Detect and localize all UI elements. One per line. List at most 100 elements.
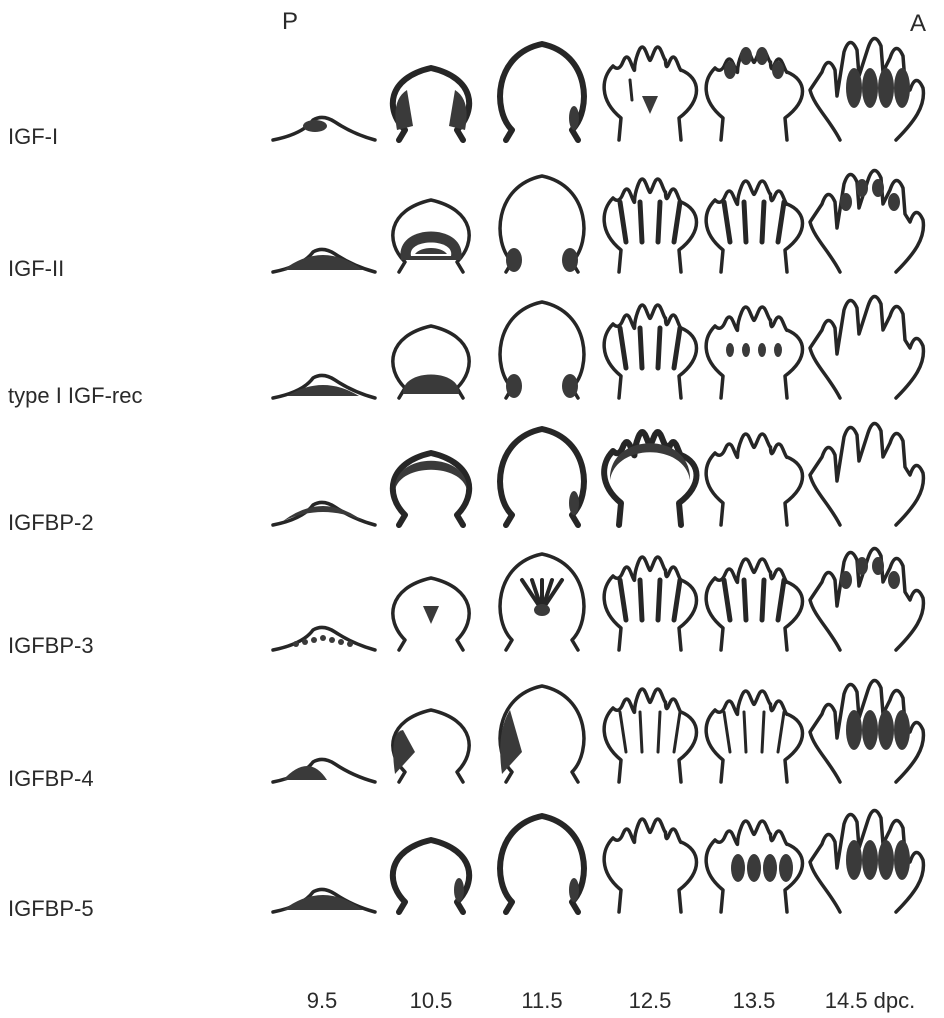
digit-ray (778, 202, 784, 242)
limb-bud-r2-c6 (810, 170, 923, 272)
limb-outline (604, 557, 696, 650)
expression-stain (740, 47, 752, 65)
limb-bud-r5-c1 (273, 627, 375, 650)
limb-bud-r1-c4 (604, 47, 696, 140)
limb-outline (604, 305, 696, 398)
expression-stain (846, 68, 862, 108)
expression-stain (840, 193, 852, 211)
digit-ray (762, 202, 764, 242)
digit-ray (762, 712, 764, 752)
limb-bud-r7-c6 (810, 810, 923, 912)
limb-bud-r5-c6 (810, 548, 923, 650)
expression-stain (846, 710, 862, 750)
expression-stain (562, 374, 578, 398)
limb-bud-r3-c5 (706, 307, 802, 398)
limb-bud-r3-c3 (500, 302, 584, 398)
limb-bud-r5-c5 (706, 559, 802, 650)
limb-outline (810, 296, 923, 398)
expression-stain (320, 635, 326, 641)
expression-stain (856, 557, 868, 575)
limb-bud-r3-c6 (810, 296, 923, 398)
expression-stain (840, 571, 852, 589)
digit-ray (658, 328, 660, 368)
digit-ray (640, 580, 642, 620)
expression-stain (395, 90, 413, 130)
expression-stain (569, 491, 579, 515)
expression-stain (311, 637, 317, 643)
expression-stain (283, 255, 363, 270)
digit-ray (744, 712, 746, 752)
limb-outline (810, 423, 923, 525)
expression-stain (862, 68, 878, 108)
expression-stain (779, 854, 793, 882)
expression-stain (642, 96, 658, 114)
limb-bud-r6-c2 (393, 710, 469, 782)
limb-bud-r7-c5 (706, 821, 802, 912)
expression-stain (293, 641, 299, 647)
limb-bud-r2-c5 (706, 181, 802, 272)
digit-ray (658, 580, 660, 620)
digit-ray (744, 202, 746, 242)
limb-bud-r6-c5 (706, 691, 802, 782)
expression-stain (403, 375, 459, 395)
limb-outline (706, 49, 802, 140)
digit-ray (630, 80, 632, 100)
limb-bud-r6-c3 (500, 686, 584, 782)
expression-stain (856, 179, 868, 197)
expression-stain (772, 61, 784, 79)
limb-bud-r2-c2 (393, 200, 469, 272)
expression-stain (878, 710, 894, 750)
limb-bud-r7-c2 (393, 840, 469, 912)
limb-bud-r4-c3 (500, 429, 584, 525)
limb-bud-r5-c2 (393, 578, 469, 650)
expression-stain (872, 557, 884, 575)
limb-bud-r2-c3 (500, 176, 584, 272)
digit-ray (620, 328, 626, 368)
digit-ray (640, 328, 642, 368)
expression-stain (283, 766, 327, 780)
digit-ray (674, 580, 680, 620)
expression-stain (393, 730, 415, 774)
expression-stain (758, 343, 766, 357)
expression-stain (846, 840, 862, 880)
digit-ray (724, 580, 730, 620)
expression-stain (747, 854, 761, 882)
expression-stain (888, 193, 900, 211)
expression-stain (894, 68, 910, 108)
limb-outline (706, 559, 802, 650)
expression-stain (774, 343, 782, 357)
digit-ray (658, 712, 660, 752)
digit-ray (674, 328, 680, 368)
limb-bud-r4-c6 (810, 423, 923, 525)
digit-ray (640, 712, 642, 752)
expression-stain (894, 840, 910, 880)
limb-bud-r5-c4 (604, 557, 696, 650)
limb-outline (706, 691, 802, 782)
expression-stain (506, 374, 522, 398)
expression-stain (347, 641, 353, 647)
digit-ray (674, 712, 680, 752)
expression-stain (862, 840, 878, 880)
expression-stain (423, 606, 439, 624)
limb-bud-r1-c2 (393, 68, 469, 140)
limb-outline (604, 819, 696, 912)
digit-ray (724, 202, 730, 242)
limb-bud-r3-c4 (604, 305, 696, 398)
expression-stain (534, 604, 550, 616)
expression-stain (731, 854, 745, 882)
limb-bud-r7-c3 (500, 816, 584, 912)
digit-ray (724, 712, 730, 752)
limb-bud-r6-c1 (273, 759, 375, 782)
limb-bud-r2-c4 (604, 179, 696, 272)
digit-ray (744, 580, 746, 620)
expression-stain (338, 639, 344, 645)
expression-stain (756, 47, 768, 65)
expression-stain (569, 878, 579, 902)
limb-bud-r5-c3 (500, 554, 584, 650)
expression-stain (449, 90, 467, 130)
digit-ray (778, 580, 784, 620)
limb-bud-r4-c5 (706, 434, 802, 525)
limb-outline (706, 434, 802, 525)
